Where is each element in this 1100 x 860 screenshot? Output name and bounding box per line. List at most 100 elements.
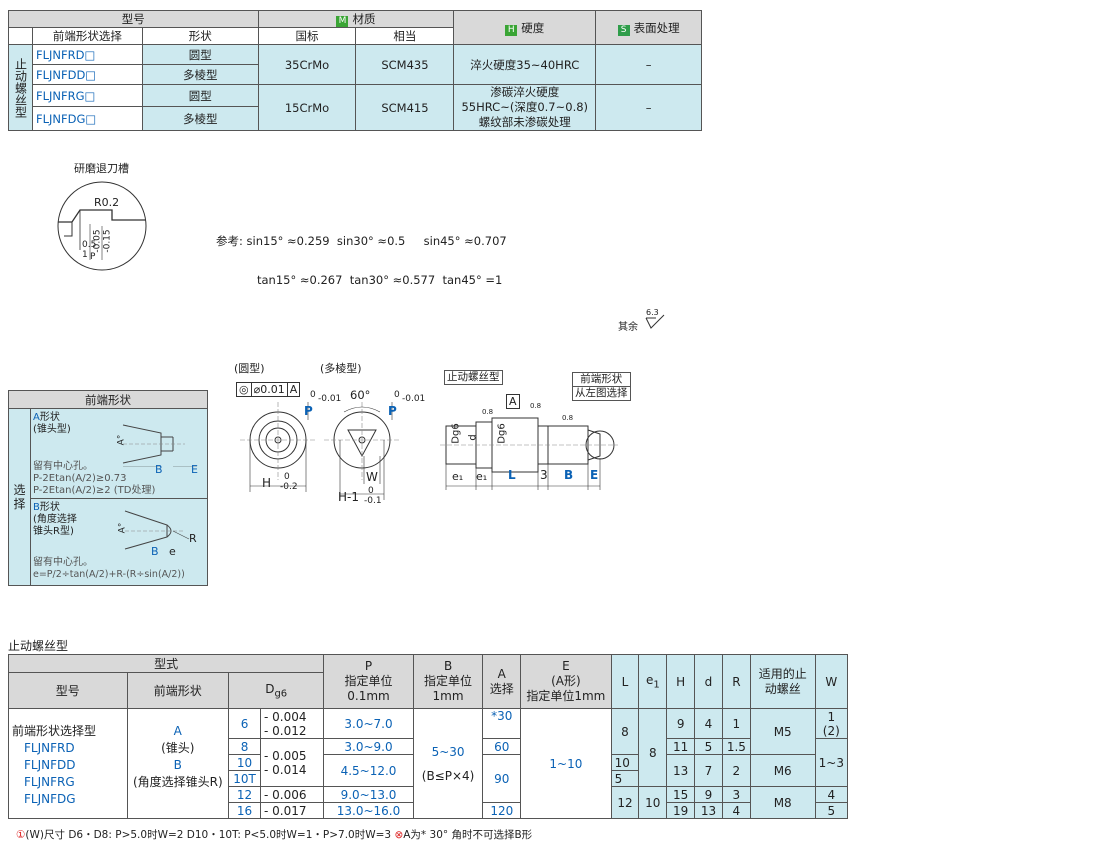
poly-p-tol1: 0 — [394, 390, 400, 400]
side-r1: 0.8 — [482, 408, 494, 416]
shape-a-e: E — [191, 463, 198, 476]
shape-cell: 多棱型 — [141, 64, 259, 85]
header-h: H — [666, 654, 696, 709]
hardness-badge: H — [505, 24, 518, 36]
gb-cell: 35CrMo — [257, 44, 357, 85]
l-value: 12 — [610, 786, 640, 819]
front-a: A — [173, 724, 182, 738]
shape-cell: 圆型 — [141, 44, 259, 65]
runout-tol-value: 0.01 — [260, 383, 285, 396]
model-code: FLJNFRD□ — [31, 44, 143, 65]
round-p-label: P — [304, 404, 313, 418]
b-range: 5~30 — [431, 744, 465, 759]
reference-line2: tan15° ≈0.267 tan30° ≈0.577 tan45° =1 — [257, 273, 503, 287]
side-front-shape-line2: 从左图选择 — [575, 387, 628, 399]
d-tol-upper: - 0.005 — [264, 748, 307, 763]
side-r2: 0.8 — [530, 402, 542, 410]
header-screw-line2: 动螺丝 — [764, 681, 801, 696]
hardness-line: 螺纹部未渗碳处理 — [478, 115, 571, 129]
header-d-main: D — [265, 681, 275, 696]
d-value: 16 — [228, 802, 261, 819]
e-range: 1~10 — [520, 708, 612, 819]
hardness-cell: 渗碳淬火硬度 55HRC~(深度0.7~0.8) 螺纹部未渗碳处理 — [453, 84, 597, 131]
shape-a-note1: 留有中心孔。 — [33, 461, 93, 472]
shape-b-e: e — [169, 545, 176, 558]
header-equiv: 相当 — [355, 27, 455, 45]
concentricity-icon: ◎ — [237, 383, 252, 396]
header-screw: 适用的止 动螺丝 — [749, 654, 816, 709]
shape-b-r: R — [189, 532, 197, 545]
side-front-shape-line1: 前端形状 — [573, 373, 630, 387]
hardness-line: 55HRC~(深度0.7~0.8) — [461, 100, 589, 114]
side-dg6-2: Dg6 — [496, 423, 508, 444]
grinding-d1: 0.5 — [82, 240, 97, 250]
round-h-tol2: -0.2 — [280, 482, 298, 492]
shape-a-note2: P-2Etan(A/2)≥0.73 — [33, 473, 127, 484]
round-h-tol1: 0 — [284, 472, 290, 482]
d-value: 6 — [228, 708, 261, 739]
d-value: 8 — [228, 738, 261, 755]
side-three: 3 — [540, 468, 548, 482]
shape-b-note2: e=P/2÷tan(A/2)+R-(R÷sin(A/2)) — [33, 569, 185, 580]
d-tol-lower: - 0.012 — [264, 723, 307, 738]
h-value: 15 — [666, 786, 696, 803]
w-line: 1 — [827, 709, 836, 724]
d-tolerance: - 0.017 — [259, 802, 325, 819]
d-tolerance: - 0.005 - 0.014 — [259, 738, 325, 787]
l-value: 5 — [610, 770, 640, 787]
round-p-tol1: 0 — [310, 390, 316, 400]
e1-value: 8 — [638, 708, 668, 787]
footnote-text-2: A为* 30° 角时不可选择B形 — [403, 829, 533, 841]
d-tol-lower: - 0.014 — [264, 762, 307, 777]
header-e-line2: (A形) — [551, 674, 581, 688]
shape-b-title: 形状 — [39, 502, 60, 513]
roughness-value: 6.3 — [646, 308, 659, 317]
shape-cell: 圆型 — [141, 84, 259, 107]
shape-b-box: B形状 (角度选择 锥头R型) A° B e R 留有中心孔。 e=P/2÷ta… — [31, 499, 207, 585]
front-b-sub: (角度选择锥头R) — [132, 775, 223, 789]
header-front: 前端形状 — [126, 672, 230, 709]
front-b: B — [173, 758, 182, 772]
header-e1-sub: 1 — [653, 679, 660, 691]
shape-cell: 多棱型 — [141, 106, 259, 131]
header-hardness-label: 硬度 — [521, 20, 545, 35]
grinding-p-label: P — [90, 252, 96, 262]
select-label-1: 选 — [13, 483, 26, 497]
front-a-sub: (锥头) — [161, 741, 195, 755]
r-value: 4 — [721, 802, 751, 819]
shape-b-diagram — [124, 510, 190, 550]
model-code: FLJNFRG — [24, 775, 75, 789]
model-code: FLJNFRD — [24, 741, 75, 755]
spec-table-title: 止动螺丝型 — [8, 639, 69, 653]
spec-table: 型式 P 指定单位 0.1mm B 指定单位 1mm A 选择 E (A形) 指… — [7, 654, 849, 819]
a-value: *30 — [482, 708, 522, 739]
footnote-mark-2: ⊗ — [394, 829, 404, 841]
grinding-p-tol-top: -0.05 — [92, 229, 103, 253]
p-range: 3.0~9.0 — [323, 738, 414, 755]
side-e1-b: e₁ — [476, 470, 488, 483]
runout-datum: A — [289, 383, 298, 396]
shape-b-subtitle1: (角度选择 — [33, 514, 77, 525]
side-r3: 0.8 — [562, 414, 574, 422]
b-condition: (B≤P×4) — [421, 768, 475, 783]
header-r: R — [721, 654, 751, 709]
poly-p-label: P — [388, 404, 397, 418]
shape-a-title: 形状 — [39, 412, 60, 423]
footnote-text: (W)尺寸 D6・D8: P>5.0时W=2 D10・10T: P<5.0时W=… — [25, 829, 392, 841]
shape-a-b: B — [155, 463, 163, 476]
model-code: FLJNFRG□ — [31, 84, 143, 107]
reference-block: 参考: sin15° ≈0.259 sin30° ≈0.5 sin45° ≈0.… — [216, 209, 507, 300]
header-b-line2: 指定单位 — [424, 674, 473, 688]
w-value: 5 — [814, 802, 849, 819]
side-front-shape-box: 前端形状 从左图选择 — [572, 372, 631, 401]
shape-a-note3: P-2Etan(A/2)≥2 (TD处理) — [33, 485, 156, 496]
poly-view-label: (多棱型) — [320, 362, 362, 375]
footnote-mark: ① — [16, 829, 26, 841]
grinding-d2: 1 — [82, 250, 88, 260]
header-d-sub: g6 — [274, 688, 288, 700]
header-front-shape-sel: 前端形状选择 — [31, 27, 143, 45]
header-e-line1: E — [562, 659, 570, 673]
